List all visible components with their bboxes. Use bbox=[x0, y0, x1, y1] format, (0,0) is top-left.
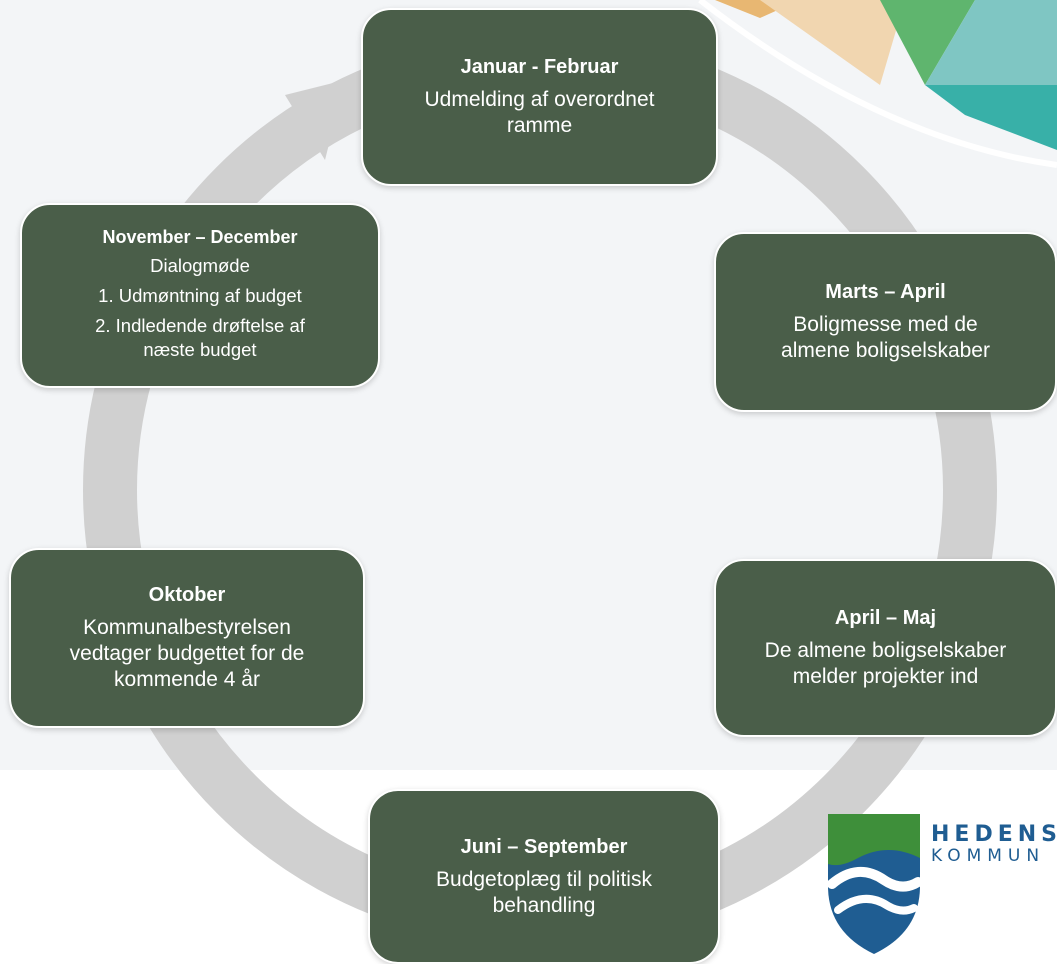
step-text: behandling bbox=[492, 893, 596, 917]
step-text: 1. Udmøntning af budget bbox=[98, 284, 302, 306]
step-text: Udmelding af overordnet bbox=[424, 88, 655, 111]
step-text: almene boligselskaber bbox=[781, 339, 990, 362]
step-october: Oktober Kommunalbestyrelsen vedtager bud… bbox=[9, 548, 365, 728]
step-november-december: November – December Dialogmøde 1. Udmønt… bbox=[20, 203, 380, 388]
step-title: Juni – September bbox=[460, 835, 628, 858]
step-text: Budgetoplæg til politisk bbox=[436, 867, 652, 891]
step-text: De almene boligselskaber bbox=[764, 639, 1007, 662]
step-title: Januar - Februar bbox=[460, 56, 619, 78]
step-april-may: April – Maj De almene boligselskaber mel… bbox=[714, 559, 1057, 737]
step-text: kommende 4 år bbox=[114, 668, 260, 691]
step-text: Dialogmøde bbox=[150, 254, 250, 276]
hedensted-kommune-logo: HEDENS KOMMUN bbox=[828, 814, 1057, 964]
step-text: melder projekter ind bbox=[792, 665, 979, 688]
logo-name-line2: KOMMUN bbox=[931, 846, 1046, 866]
step-text: Boligmesse med de bbox=[793, 313, 978, 336]
step-text: ramme bbox=[506, 114, 573, 137]
step-text: 2. Indledende drøftelse af bbox=[95, 314, 305, 336]
step-title: Marts – April bbox=[825, 281, 946, 303]
step-title: Oktober bbox=[148, 584, 226, 606]
step-title: November – December bbox=[102, 226, 298, 247]
step-june-september: Juni – September Budgetoplæg til politis… bbox=[368, 789, 720, 964]
step-text: næste budget bbox=[143, 338, 257, 360]
step-march-april: Marts – April Boligmesse med de almene b… bbox=[714, 232, 1057, 412]
colored-triangles-decoration bbox=[715, 0, 1057, 150]
decor-arc bbox=[698, 0, 1057, 168]
step-text: vedtager budgettet for de bbox=[69, 642, 305, 665]
step-text: Kommunalbestyrelsen bbox=[83, 616, 291, 639]
logo-name-line1: HEDENS bbox=[931, 822, 1057, 847]
hedensted-kommune-emblem bbox=[828, 814, 923, 954]
step-title: April – Maj bbox=[834, 607, 937, 629]
step-january-february: Januar - Februar Udmelding af overordnet… bbox=[361, 8, 718, 186]
